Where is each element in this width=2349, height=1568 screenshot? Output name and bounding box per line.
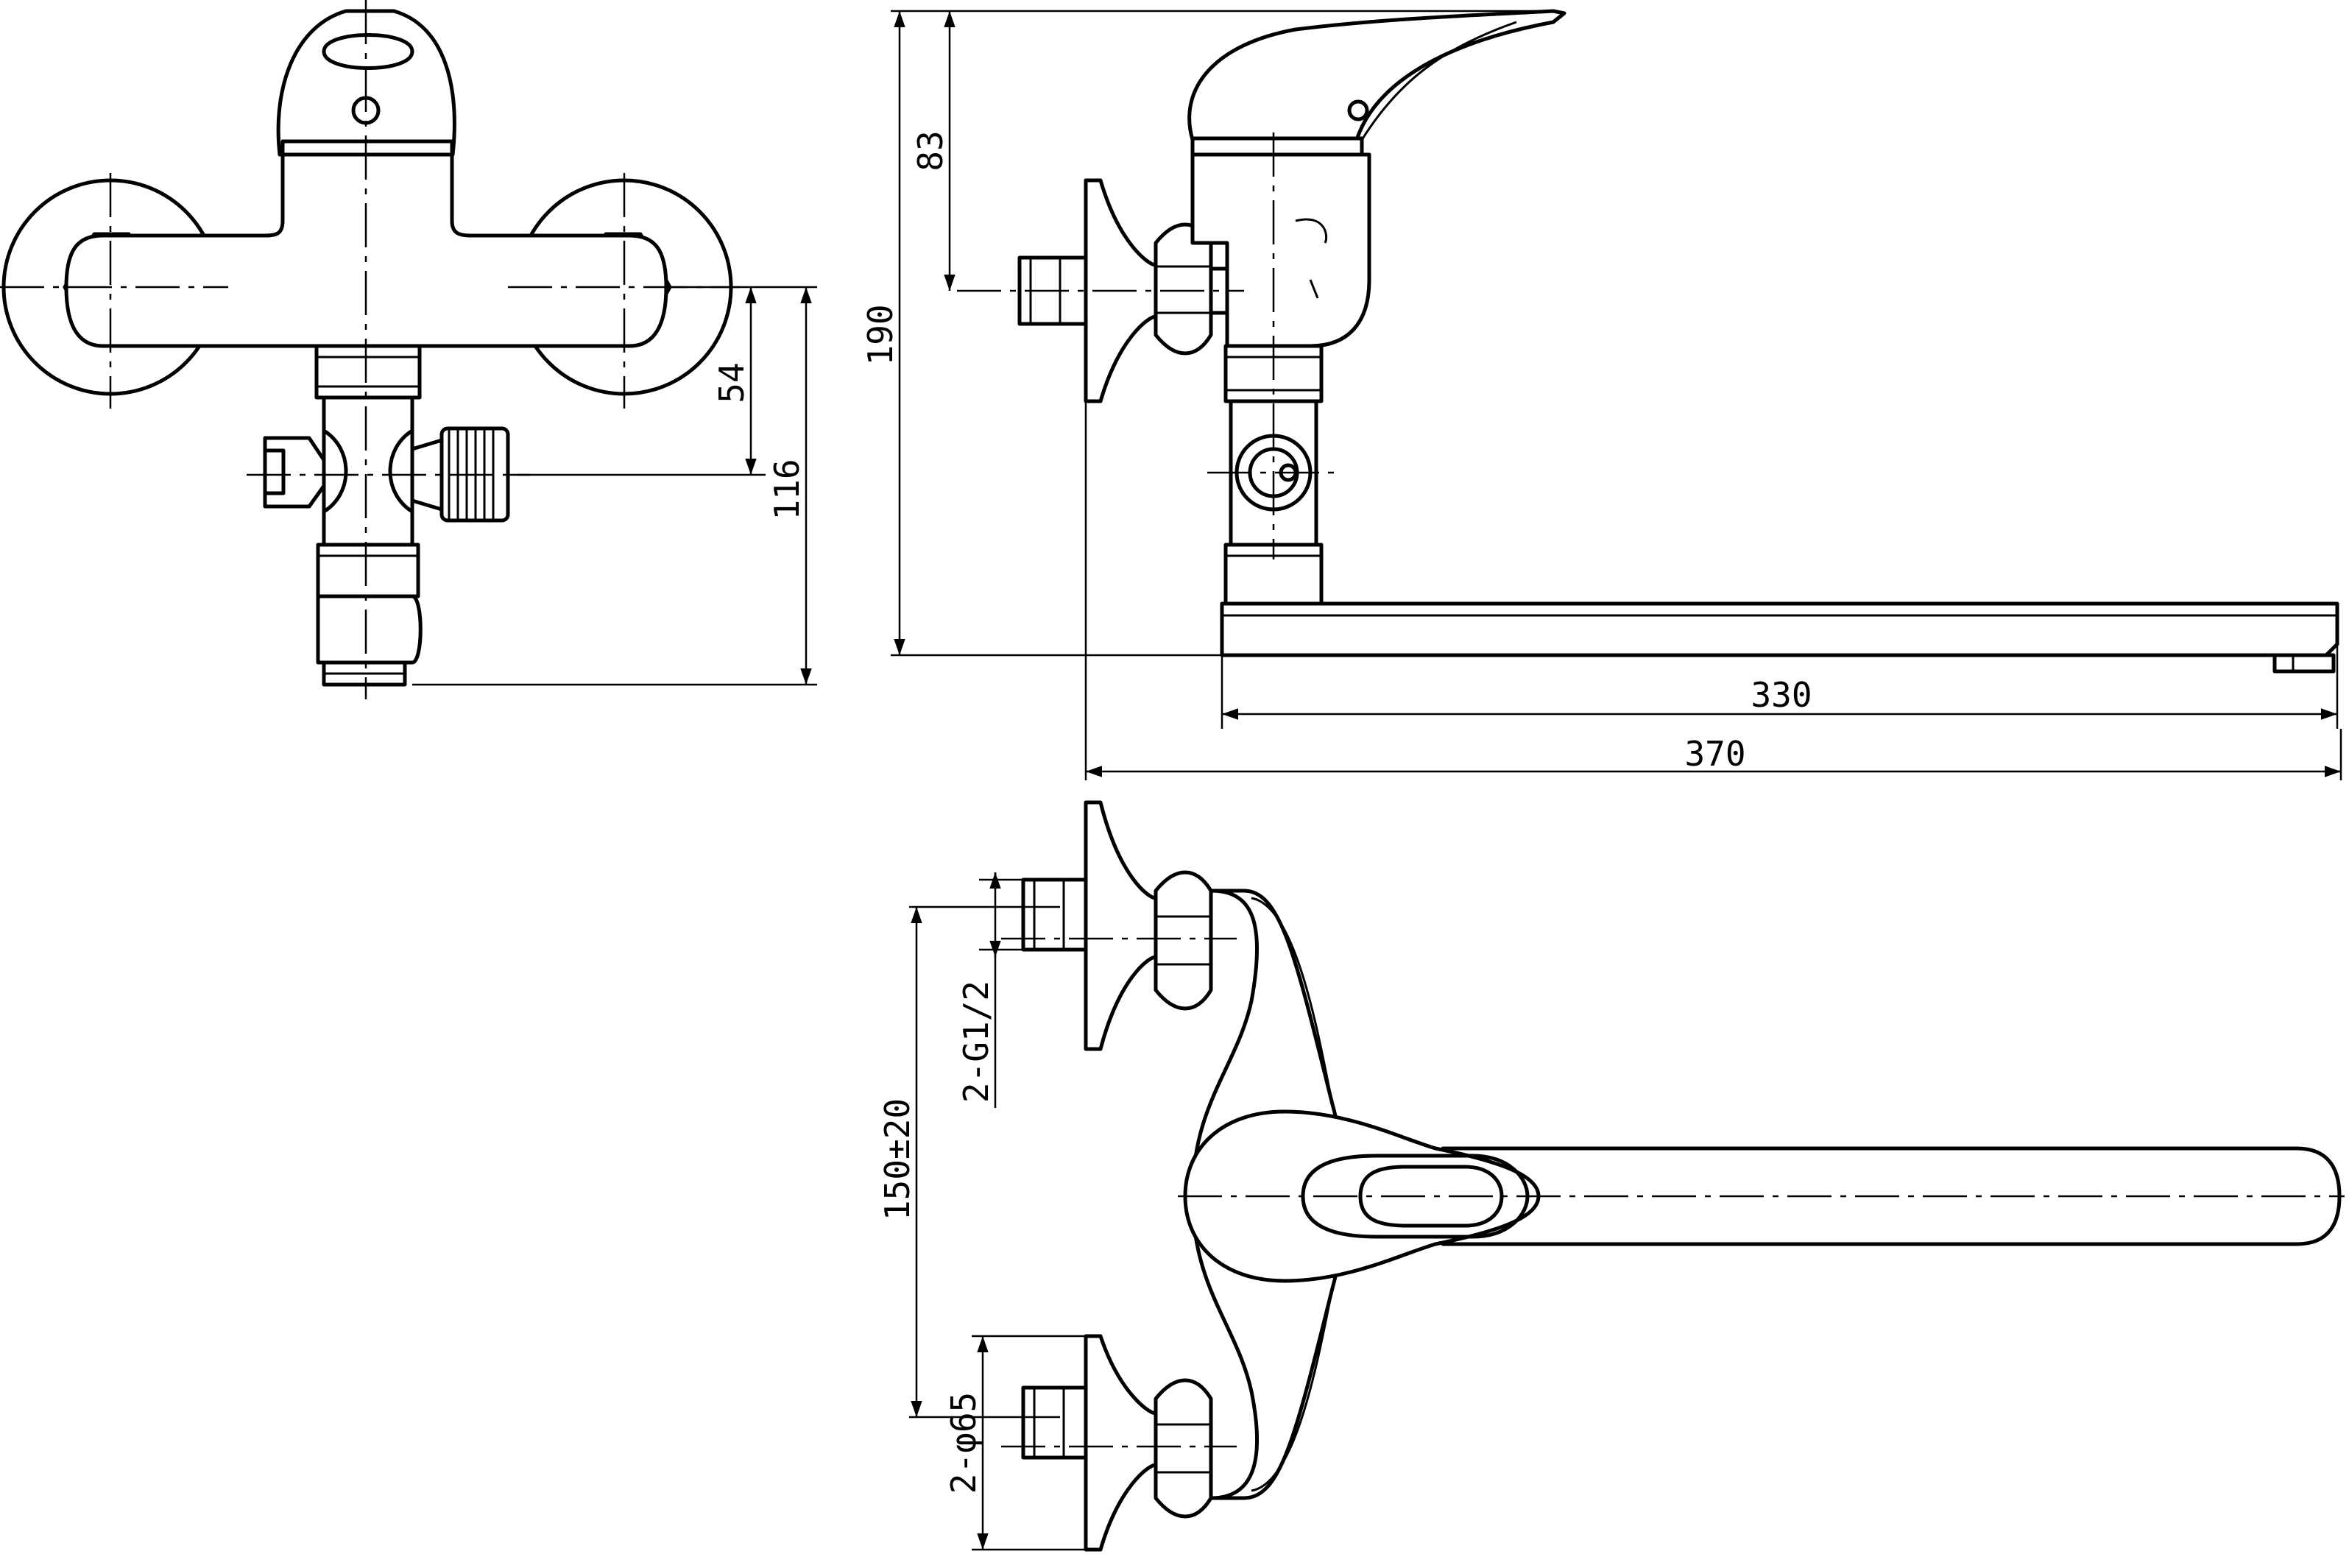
side-body <box>1190 152 1371 348</box>
thread-label: 2-G1/2 <box>956 981 996 1103</box>
top-view-dimensions: 150±20 2-G1/2 2-φ65 <box>877 872 1086 1551</box>
dim-190-label: 190 <box>861 304 900 365</box>
dim-spacing-label: 150±20 <box>877 1098 917 1221</box>
lower-outlet <box>316 594 423 665</box>
side-spout <box>1220 601 2339 657</box>
top-view <box>1001 800 2345 1552</box>
dim-83-label: 83 <box>911 130 950 171</box>
side-hex-nut <box>1154 222 1213 356</box>
dim-330-label: 330 <box>1751 675 1812 715</box>
lower-coupling <box>316 543 420 598</box>
handle-slot <box>322 33 414 70</box>
side-lever <box>1187 9 1566 149</box>
flange-label: 2-φ65 <box>944 1392 983 1494</box>
aerator <box>2272 653 2336 674</box>
diverter-body <box>322 395 414 547</box>
front-view <box>0 0 740 699</box>
upper-coupling <box>314 344 422 400</box>
side-view <box>957 9 2339 674</box>
mixer-body <box>64 152 668 348</box>
side-view-dimensions: 190 83 330 370 <box>861 10 2342 780</box>
top-view-lower-flange <box>1084 1334 1158 1552</box>
dim-370-label: 370 <box>1684 734 1745 774</box>
top-view-upper-flange <box>1084 800 1158 1051</box>
front-view-dimensions: 54 116 <box>412 286 817 686</box>
dim-116-label: 116 <box>767 459 807 520</box>
dim-54-label: 54 <box>712 362 752 403</box>
